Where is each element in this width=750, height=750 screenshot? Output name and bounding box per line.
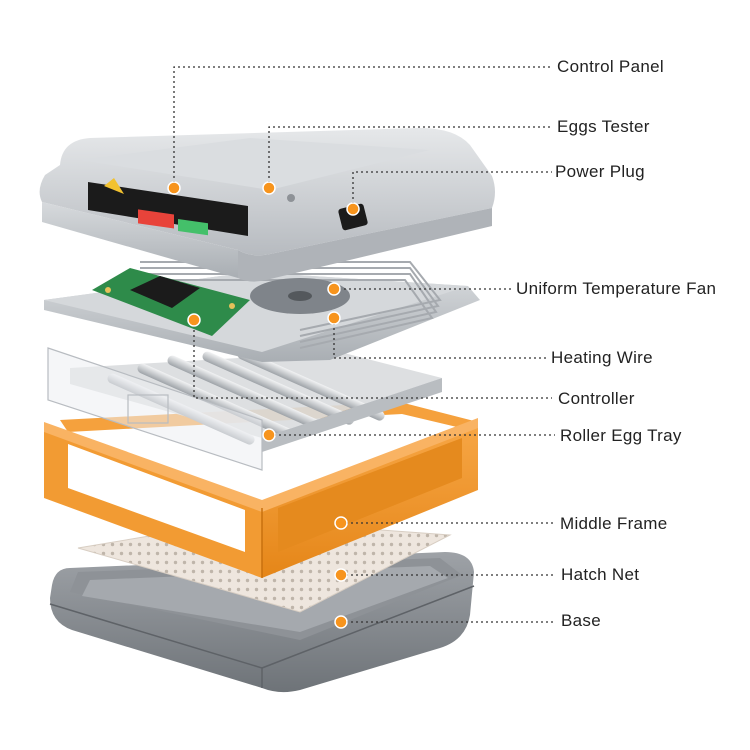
- label-controller: Controller: [558, 389, 635, 408]
- label-power-plug: Power Plug: [555, 162, 645, 181]
- power-plug-socket: [338, 203, 368, 231]
- dot-eggs-tester: [262, 181, 276, 195]
- leader-lines: [173, 66, 556, 623]
- label-hatch-net: Hatch Net: [561, 565, 640, 584]
- heating-plate-part: [44, 261, 480, 362]
- label-eggs-tester: Eggs Tester: [557, 117, 650, 136]
- dot-controller: [187, 313, 201, 327]
- callout-dots: [167, 181, 360, 629]
- dot-power-plug: [346, 202, 360, 216]
- label-heating-wire: Heating Wire: [551, 348, 653, 367]
- label-middle-frame: Middle Frame: [560, 514, 668, 533]
- label-uniform-temperature-fan: Uniform Temperature Fan: [516, 279, 717, 298]
- dot-base: [334, 615, 348, 629]
- dot-heating-wire: [327, 311, 341, 325]
- dot-fan: [327, 282, 341, 296]
- label-base: Base: [561, 611, 601, 630]
- dot-hatch-net: [334, 568, 348, 582]
- roller-egg-tray-part: [47, 347, 442, 471]
- label-roller-egg-tray: Roller Egg Tray: [560, 426, 682, 445]
- controller-pcb: [92, 268, 250, 336]
- control-panel-display: [88, 178, 248, 236]
- dot-roller-egg-tray: [262, 428, 276, 442]
- dot-middle-frame: [334, 516, 348, 530]
- dot-control-panel: [167, 181, 181, 195]
- top-shell-part: [39, 128, 495, 282]
- label-control-panel: Control Panel: [557, 57, 664, 76]
